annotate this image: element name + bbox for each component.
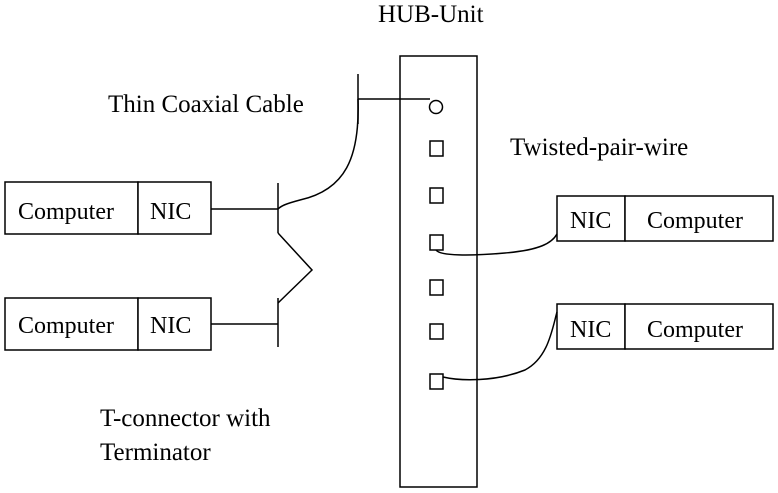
hub-unit: [400, 56, 477, 487]
hub-title: HUB-Unit: [378, 1, 484, 28]
right-computer-2-nic-label: NIC: [570, 317, 611, 343]
right-computer-1-nic-label: NIC: [570, 208, 611, 234]
right-computer-1-label: Computer: [647, 208, 743, 234]
left-computer-2-label: Computer: [18, 313, 114, 339]
left-computer-2-nic-label: NIC: [150, 313, 191, 339]
t-connector-label-line2: Terminator: [100, 439, 211, 466]
twisted-pair-label: Twisted-pair-wire: [510, 134, 688, 161]
t-connector-label-line1: T-connector with: [100, 405, 271, 432]
right-computer-2-label: Computer: [647, 317, 743, 343]
coax-label: Thin Coaxial Cable: [108, 91, 304, 118]
left-computer-1-nic-label: NIC: [150, 199, 191, 225]
bus-cable-segment: [278, 233, 312, 303]
left-computer-1-label: Computer: [18, 199, 114, 225]
